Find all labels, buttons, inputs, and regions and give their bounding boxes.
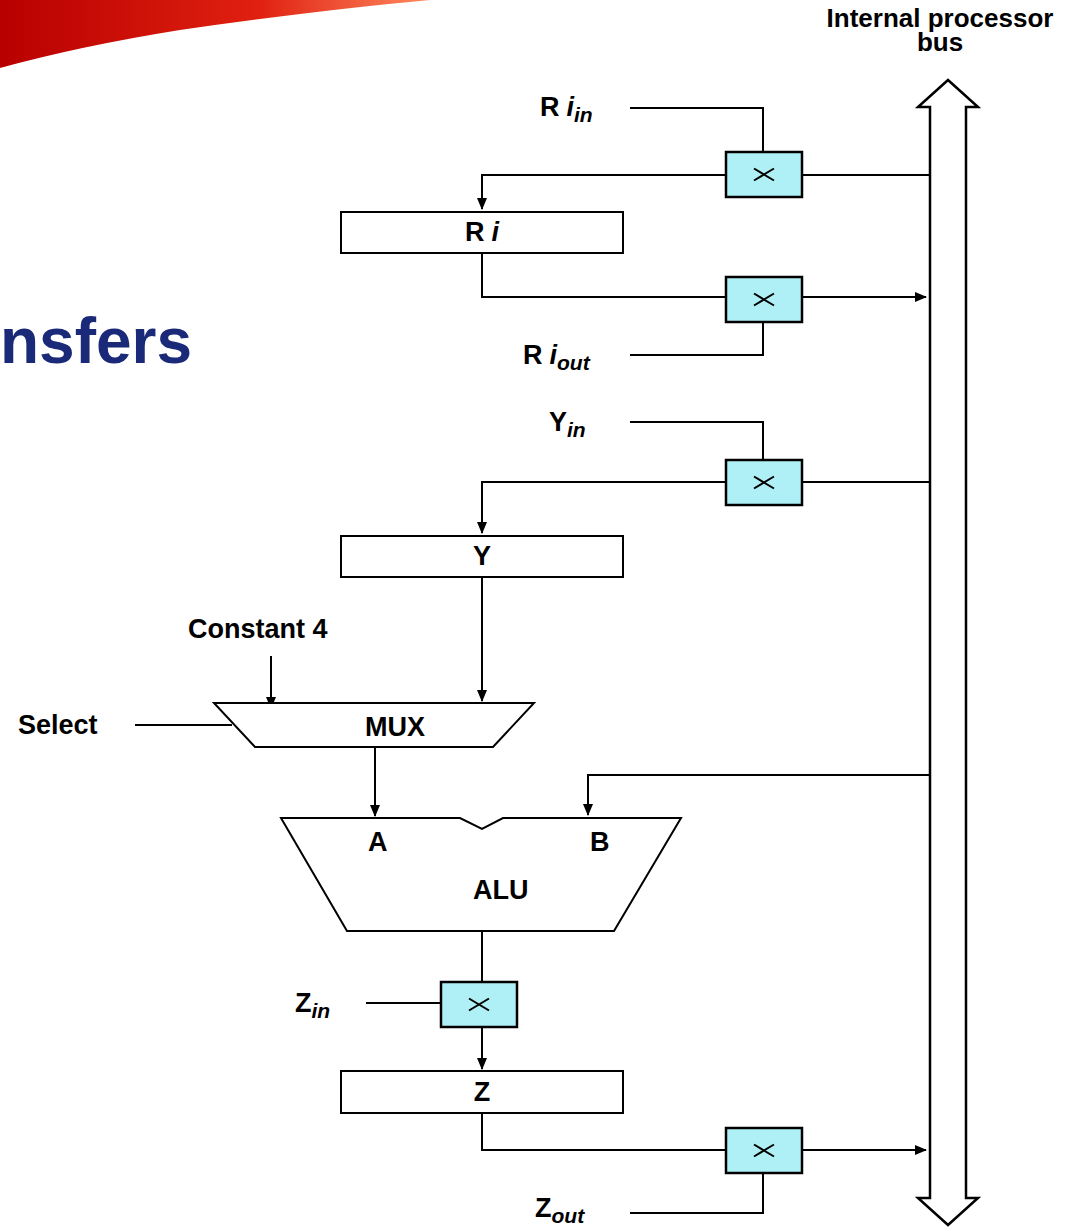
label-text: Select — [18, 710, 98, 740]
label-text: R — [523, 340, 543, 370]
register-box: Ri — [340, 211, 624, 254]
label-text: Y — [549, 407, 567, 437]
label-text: in — [312, 999, 331, 1022]
gate-switch — [726, 277, 802, 322]
label-text: i — [567, 92, 575, 122]
gate-switch — [726, 1128, 802, 1173]
label-text: Z — [295, 988, 312, 1018]
label-text: in — [574, 103, 593, 126]
gate-switch — [726, 152, 802, 197]
slide-title: nsfers — [0, 304, 192, 378]
gate-switch — [441, 982, 517, 1027]
mux-label: MUX — [365, 712, 425, 743]
connector — [481, 578, 483, 701]
signal-label: Select — [18, 710, 98, 741]
signal-label: Zout — [535, 1193, 584, 1231]
register-box: Z — [340, 1070, 624, 1114]
header-swoosh — [0, 0, 430, 68]
wires — [135, 108, 930, 1213]
mux-shape: MUX — [213, 702, 535, 748]
register-name: Y — [473, 541, 491, 572]
alu-shape: A B ALU — [280, 817, 682, 932]
label-text: out — [557, 351, 590, 374]
signal-label: Constant 4 — [188, 614, 328, 645]
connector — [374, 748, 376, 816]
gate-switch — [726, 460, 802, 505]
label-text: in — [567, 418, 586, 441]
bus-arrow — [918, 80, 978, 1225]
label-text: i — [550, 340, 558, 370]
register-box: Y — [340, 535, 624, 578]
signal-label: Yin — [549, 407, 586, 445]
signal-label: Riin — [540, 92, 593, 130]
signal-label: Zin — [295, 988, 330, 1026]
signal-label: Internal processor bus — [815, 6, 1065, 54]
alu-label: A — [368, 827, 388, 858]
label-text: Constant 4 — [188, 614, 328, 644]
register-name: i — [491, 217, 499, 248]
register-name: Z — [474, 1077, 491, 1108]
label-text: Internal processor bus — [827, 3, 1054, 57]
signal-label: Riout — [523, 340, 590, 378]
label-text: out — [552, 1204, 585, 1227]
label-text: Z — [535, 1193, 552, 1223]
node-outline — [280, 817, 682, 932]
alu-label: B — [590, 827, 610, 858]
register-name: R — [465, 217, 485, 248]
label-text: R — [540, 92, 560, 122]
alu-label: ALU — [473, 875, 529, 906]
